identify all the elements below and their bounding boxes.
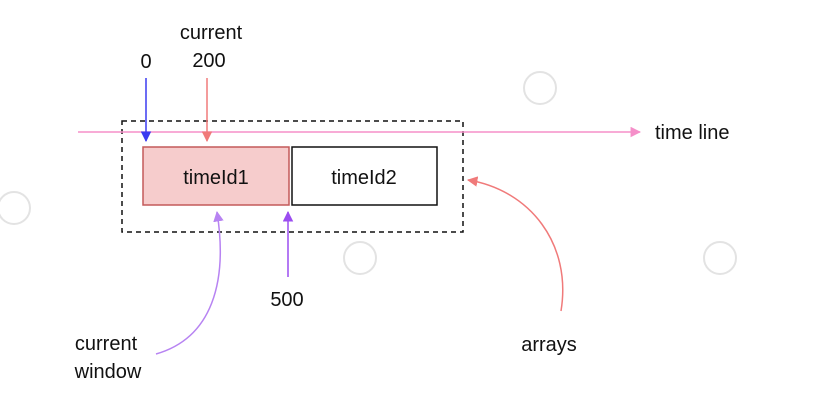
current-value-label: 200: [192, 50, 225, 72]
current-label: current: [180, 22, 243, 44]
arrays-label: arrays: [521, 334, 577, 356]
watermark-logo-icon: [523, 71, 557, 105]
time-id-2-label: timeId2: [331, 167, 397, 189]
watermark-logo-icon: [343, 241, 377, 275]
time-line-label: time line: [655, 122, 729, 144]
zero-label: 0: [140, 51, 151, 73]
time-id-1-label: timeId1: [183, 167, 249, 189]
current-window-arrow: [155, 210, 224, 355]
current-window-label-line2: window: [74, 361, 142, 383]
arrays-arrow: [466, 176, 564, 312]
time-id-1-box: [142, 146, 290, 206]
time-id-2-box: [291, 146, 438, 206]
arrays-container: [121, 120, 464, 233]
current-window-label-line1: current: [75, 333, 138, 355]
watermark-logo-icon: [703, 241, 737, 275]
watermark-logo-icon: [0, 191, 31, 225]
watermark-logos: [0, 71, 737, 275]
five-hundred-label: 500: [270, 289, 303, 311]
